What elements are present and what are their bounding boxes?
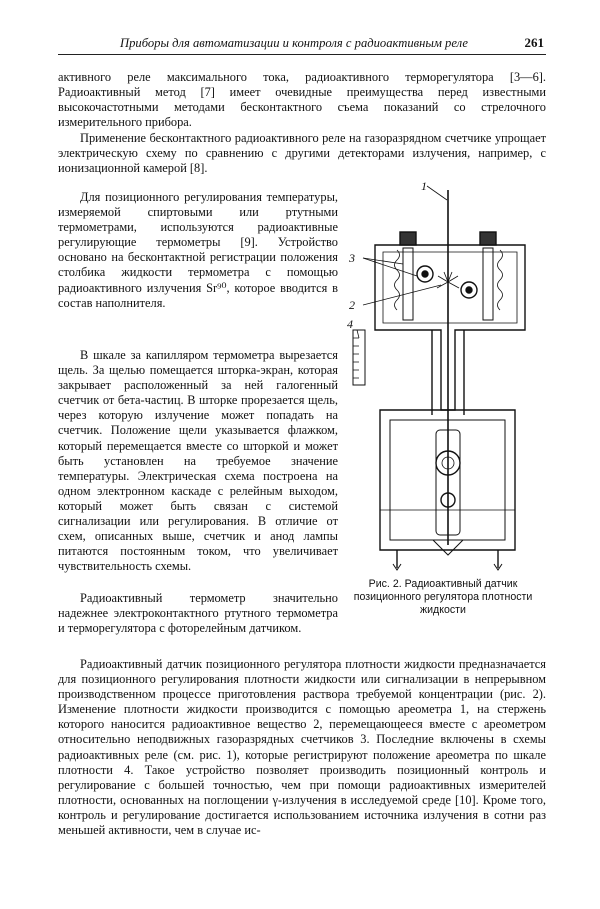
paragraph-2: Применение бесконтактного радиоактивного… [58,131,546,176]
pulley-left [416,265,434,283]
counter-cap-left [399,231,417,246]
callout-3: 3 [348,251,355,265]
paragraph-6: Радиоактивный датчик позиционного регуля… [58,657,546,838]
page-number: 261 [524,35,545,50]
hydrometer-body [435,429,461,536]
running-header: Приборы для автоматизации и контроля с р… [58,34,546,55]
paragraph-5: Радиоактивный термометр значительно наде… [58,591,338,636]
figure-2-density-sensor-diagram: 1 2 3 4 [345,179,545,575]
running-title: Приборы для автоматизации и контроля с р… [120,36,469,50]
counter-right [482,247,494,321]
inner-vessel [389,419,506,541]
pulley-right [460,281,478,299]
density-scale [352,329,366,386]
counter-cap-right [479,231,497,246]
callout-1: 1 [421,180,427,193]
counter-left [402,247,414,321]
callout-2: 2 [349,298,355,312]
density-sensor-drawing: 1 2 3 4 [347,179,526,571]
paragraph-3: Для позиционного регулирования температу… [58,190,338,310]
paragraph-4: В шкале за капилляром термометра вырезае… [58,348,338,574]
callout-4: 4 [347,317,353,331]
paragraph-1: активного реле максимального тока, радио… [58,70,546,130]
hydrometer-float [435,450,461,476]
outer-vessel [379,409,516,551]
figure-caption: Рис. 2. Радиоактивный датчик позиционног… [353,578,533,616]
